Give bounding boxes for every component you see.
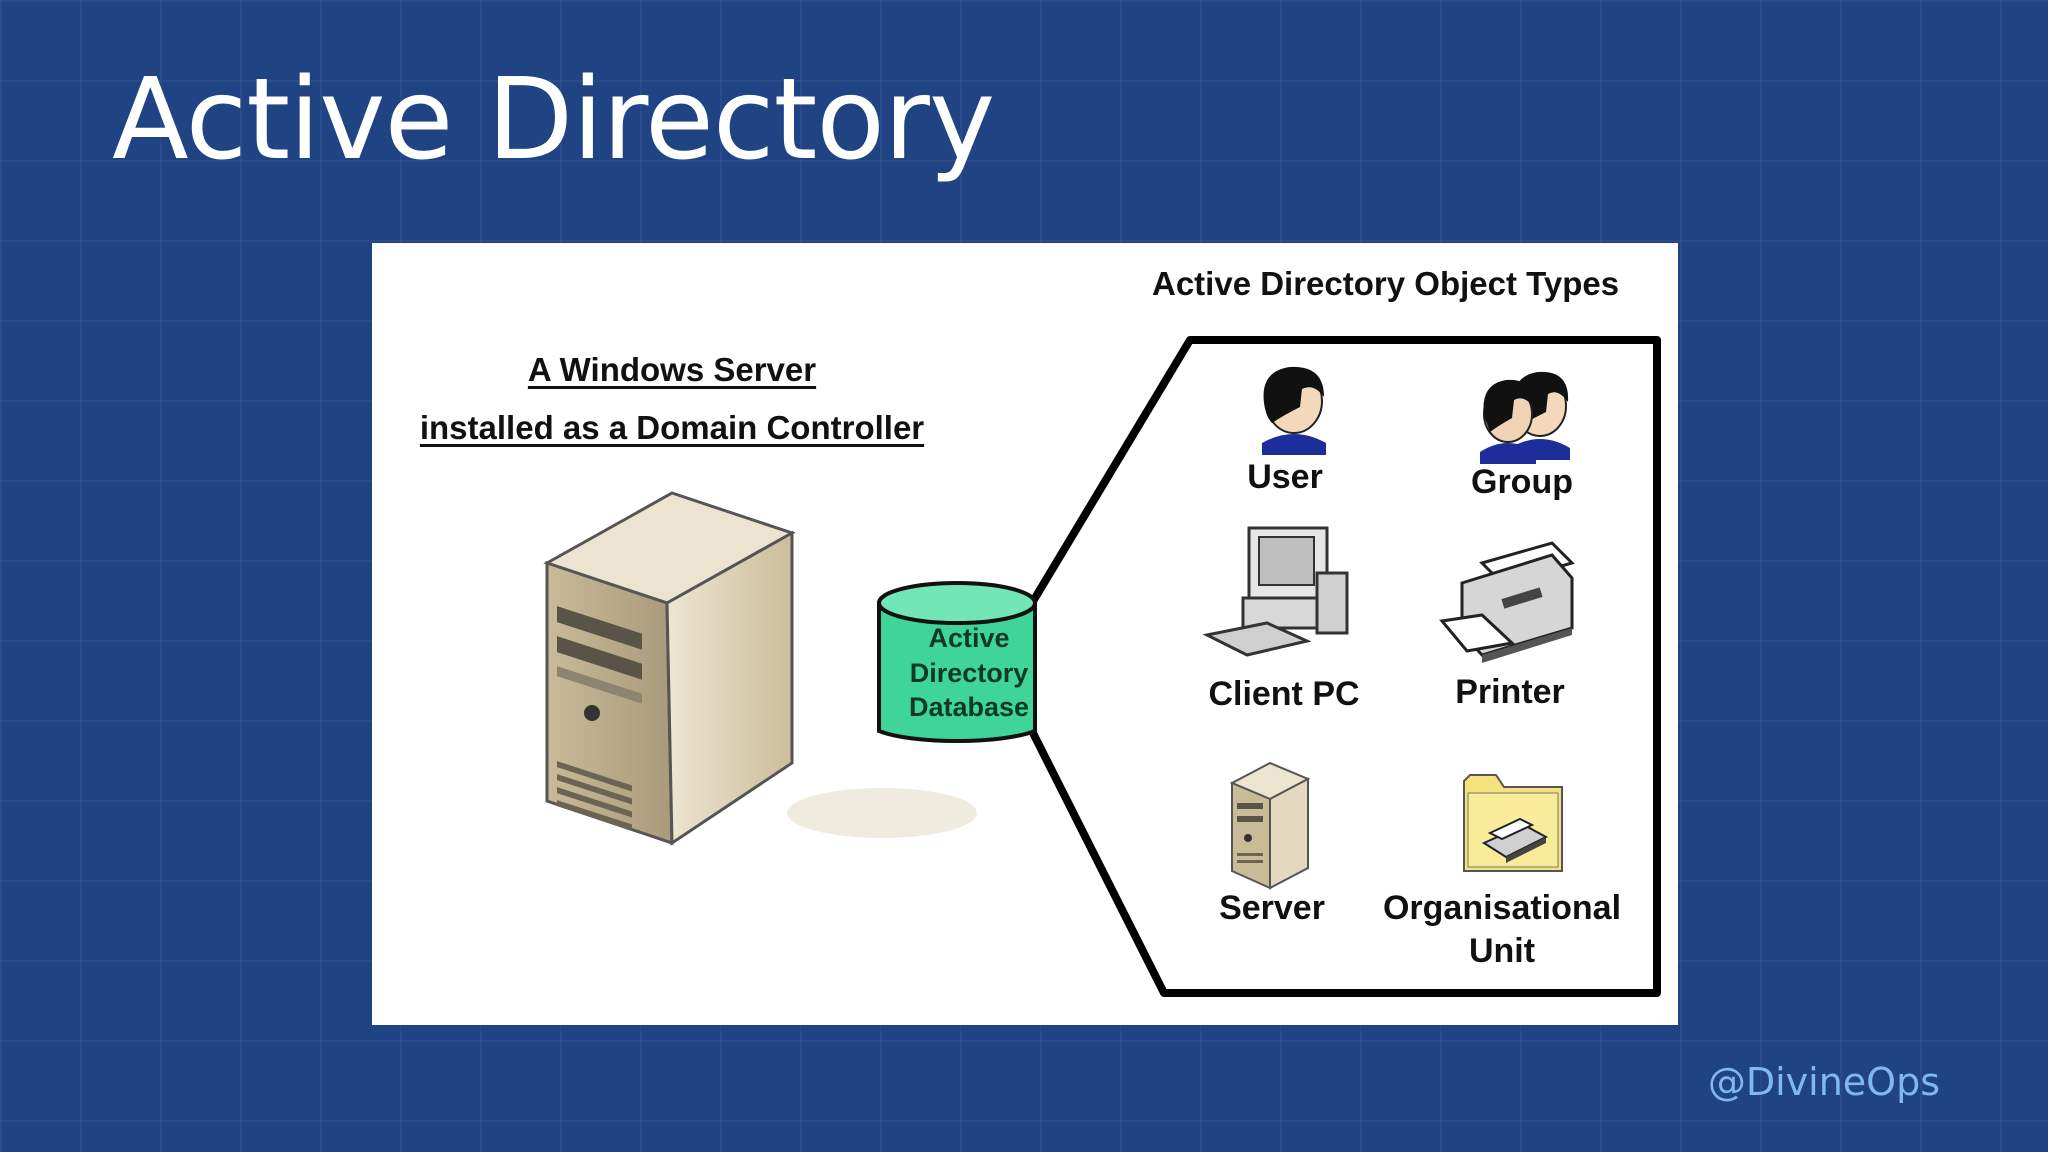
- diagram-graphics: [543, 336, 1661, 997]
- client-pc-icon: [1202, 526, 1349, 657]
- object-label-organisational-unit-line-1: Organisational: [1382, 889, 1622, 927]
- domain-controller-server-icon: [543, 491, 977, 846]
- object-label-printer: Printer: [1455, 673, 1565, 711]
- printer-icon: [1439, 541, 1575, 663]
- database-label-line-3: Database: [908, 692, 1030, 723]
- user-icon: [1262, 366, 1326, 455]
- object-label-group: Group: [1471, 463, 1573, 501]
- database-label-line-2: Directory: [909, 657, 1029, 688]
- object-label-organisational-unit: Organisational Unit: [1383, 887, 1621, 972]
- object-label-server: Server: [1219, 889, 1325, 927]
- slide-title: Active Directory: [112, 55, 995, 185]
- domain-controller-title-line-2: installed as a Domain Controller: [419, 409, 925, 446]
- object-types-container: [1164, 336, 1661, 997]
- watermark: @DivineOps: [1707, 1060, 1940, 1104]
- organisational-unit-icon: [1463, 774, 1563, 872]
- active-directory-database-icon: [877, 581, 1037, 744]
- group-icon: [1480, 371, 1570, 464]
- database-label: Active Directory Database: [889, 621, 1049, 725]
- object-label-organisational-unit-line-2: Unit: [1468, 931, 1536, 970]
- object-label-user: User: [1247, 458, 1323, 496]
- server-icon: [1229, 761, 1311, 890]
- diagram-panel: Active Directory Object Types A Windows …: [372, 243, 1678, 1025]
- connector-line-top: [1028, 336, 1194, 607]
- connector-line-bottom: [1028, 727, 1168, 997]
- domain-controller-title-line-1: A Windows Server: [527, 351, 817, 388]
- object-types-heading: Active Directory Object Types: [1152, 265, 1620, 302]
- database-label-line-1: Active: [928, 623, 1010, 653]
- object-label-client-pc: Client PC: [1208, 675, 1360, 713]
